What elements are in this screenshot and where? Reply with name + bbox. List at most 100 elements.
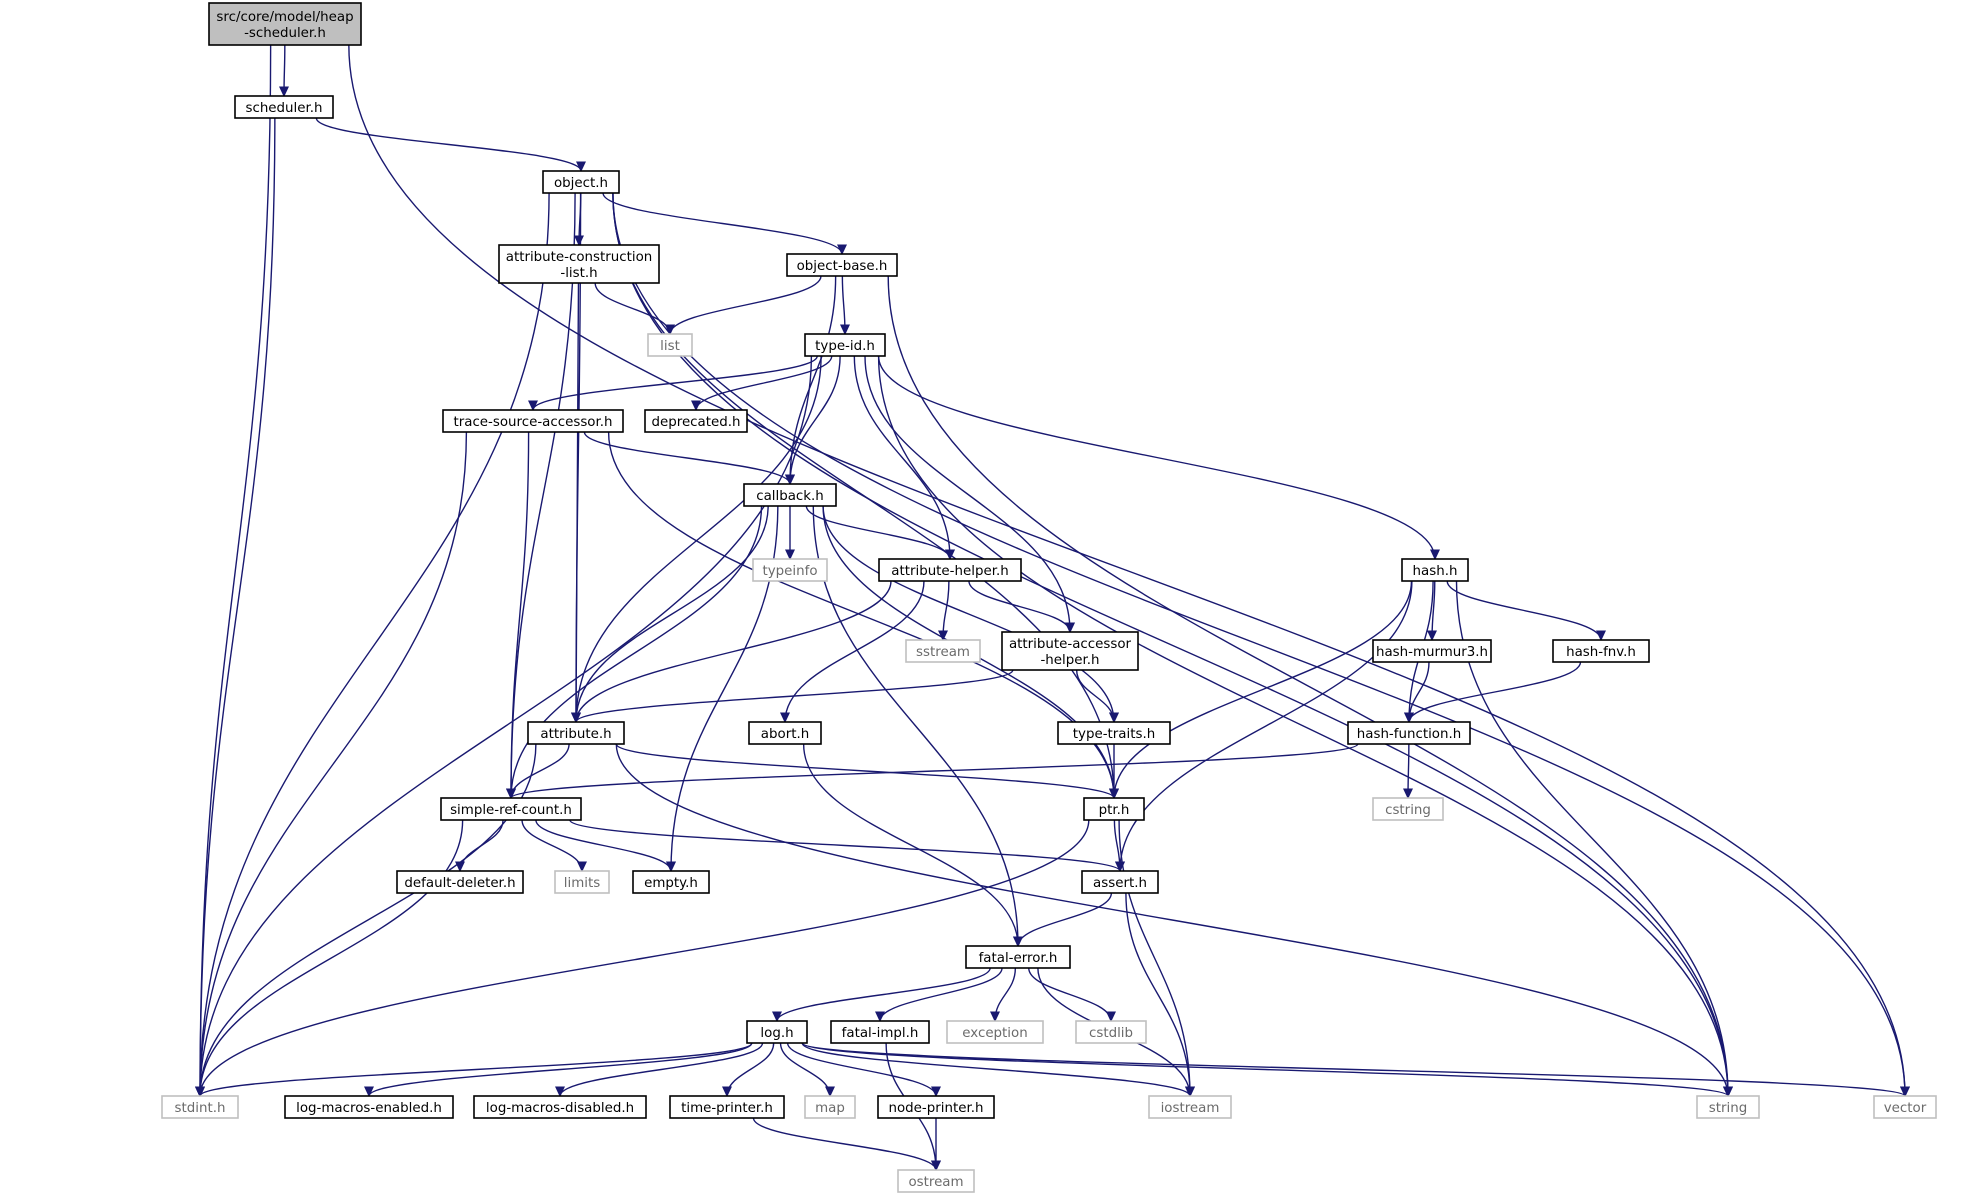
node-label: abort.h	[761, 727, 809, 742]
node-box	[473, 1095, 647, 1119]
node-heap[interactable]: src/core/model/heap-scheduler.h	[208, 2, 362, 46]
node-objectbase[interactable]: object-base.h	[786, 253, 898, 277]
node-src[interactable]: simple-ref-count.h	[440, 797, 582, 821]
node-deprecated[interactable]: deprecated.h	[644, 409, 748, 433]
edge-callback-to-attrhelper	[805, 505, 951, 560]
node-box	[396, 870, 524, 894]
arrowhead-fatalerror-to-fatalimpl	[875, 1011, 885, 1023]
node-box	[554, 870, 610, 894]
arrowhead-attrhelper-to-sstream	[938, 630, 948, 642]
node-typetraits[interactable]: type-traits.h	[1057, 721, 1171, 745]
node-timeprinter[interactable]: time-printer.h	[669, 1095, 785, 1119]
node-label: -list.h	[560, 266, 597, 281]
arrowhead-hash-to-fnv	[1596, 630, 1606, 642]
node-box	[1001, 631, 1139, 671]
edge-hash-to-string	[1455, 580, 1729, 1097]
edge-attribute-to-string	[615, 743, 1729, 1097]
node-stdint[interactable]: stdint.h	[161, 1095, 239, 1119]
arrowhead-object-to-acl	[574, 235, 584, 247]
node-string[interactable]: string	[1696, 1095, 1760, 1119]
arrowhead-typeid-to-tsa	[528, 400, 538, 412]
node-abort[interactable]: abort.h	[748, 721, 822, 745]
edge-object-to-vector	[612, 192, 1906, 1097]
node-map[interactable]: map	[804, 1095, 856, 1119]
edge-tsa-to-callback	[583, 431, 791, 485]
node-cstring[interactable]: cstring	[1372, 797, 1444, 821]
arrowhead-hash-to-murmur	[1427, 630, 1437, 642]
node-nodeprinter[interactable]: node-printer.h	[877, 1095, 995, 1119]
edge-acl-to-attribute	[575, 282, 580, 723]
node-object[interactable]: object.h	[542, 170, 620, 194]
node-box	[208, 2, 362, 46]
node-limits[interactable]: limits	[554, 870, 610, 894]
node-aah[interactable]: attribute-accessor-helper.h	[1001, 631, 1139, 671]
edge-ptr-to-stdint	[199, 819, 1090, 1097]
node-label: default-deleter.h	[404, 876, 515, 891]
node-fnv[interactable]: hash-fnv.h	[1552, 639, 1650, 663]
edge-attribute-to-src	[510, 743, 570, 799]
node-cstdlib[interactable]: cstdlib	[1075, 1020, 1147, 1044]
node-tsa[interactable]: trace-source-accessor.h	[442, 409, 624, 433]
node-box	[234, 95, 334, 119]
arrowhead-log-to-string	[1723, 1086, 1733, 1098]
edge-log-to-string	[801, 1042, 1729, 1097]
node-log[interactable]: log.h	[746, 1020, 808, 1044]
node-box	[946, 1020, 1044, 1044]
node-iostream[interactable]: iostream	[1148, 1095, 1232, 1119]
arrowhead-log-to-stdint	[195, 1086, 205, 1098]
node-acl[interactable]: attribute-construction-list.h	[498, 244, 660, 284]
node-label: hash-fnv.h	[1566, 645, 1636, 660]
node-typeinfo[interactable]: typeinfo	[752, 558, 828, 582]
node-assert[interactable]: assert.h	[1081, 870, 1159, 894]
node-label: src/core/model/heap	[216, 10, 353, 25]
arrowhead-src-to-empty	[666, 861, 676, 873]
edge-ptr-to-iostream	[1118, 819, 1191, 1097]
node-label: fatal-impl.h	[842, 1026, 919, 1041]
node-box	[440, 797, 582, 821]
node-lme[interactable]: log-macros-enabled.h	[284, 1095, 454, 1119]
node-label: deprecated.h	[652, 415, 741, 430]
node-hashfunction[interactable]: hash-function.h	[1347, 721, 1471, 745]
node-hash[interactable]: hash.h	[1401, 558, 1469, 582]
arrowhead-aah-to-typetraits	[1109, 712, 1119, 724]
node-label: node-printer.h	[889, 1101, 984, 1116]
node-lmd[interactable]: log-macros-disabled.h	[473, 1095, 647, 1119]
edge-log-to-map	[779, 1042, 831, 1097]
node-box	[1347, 721, 1471, 745]
node-box	[542, 170, 620, 194]
edge-hash-to-ptr	[1113, 580, 1413, 799]
arrowhead-objectbase-to-typeid	[840, 324, 850, 336]
arrowhead-log-to-lmd	[555, 1086, 565, 1098]
edge-fatalerror-to-log	[776, 967, 991, 1022]
node-list[interactable]: list	[647, 333, 693, 357]
node-ostream[interactable]: ostream	[897, 1169, 975, 1193]
node-box	[965, 945, 1071, 969]
arrowhead-typetraits-to-ptr	[1109, 788, 1119, 800]
arrowhead-log-to-timeprinter	[722, 1086, 732, 1098]
arrowhead-heap-to-scheduler	[279, 86, 289, 98]
node-label: -helper.h	[1040, 653, 1099, 668]
node-fatalimpl[interactable]: fatal-impl.h	[830, 1020, 930, 1044]
edge-callback-to-typetraits	[822, 505, 1115, 723]
node-empty[interactable]: empty.h	[632, 870, 710, 894]
node-murmur[interactable]: hash-murmur3.h	[1372, 639, 1492, 663]
edge-typeid-to-attrhelper	[853, 355, 951, 560]
node-callback[interactable]: callback.h	[743, 483, 837, 507]
node-box	[877, 1095, 995, 1119]
node-sstream[interactable]: sstream	[905, 639, 981, 663]
node-attrhelper[interactable]: attribute-helper.h	[878, 558, 1022, 582]
node-vector[interactable]: vector	[1873, 1095, 1937, 1119]
arrowhead-tsa-to-callback	[785, 474, 795, 486]
edge-log-to-stdint	[199, 1042, 753, 1097]
arrowhead-typeid-to-deprecated	[691, 400, 701, 412]
node-exception[interactable]: exception	[946, 1020, 1044, 1044]
node-scheduler[interactable]: scheduler.h	[234, 95, 334, 119]
node-fatalerror[interactable]: fatal-error.h	[965, 945, 1071, 969]
node-ptr[interactable]: ptr.h	[1083, 797, 1145, 821]
node-typeid[interactable]: type-id.h	[804, 333, 886, 357]
node-box	[743, 483, 837, 507]
node-dd[interactable]: default-deleter.h	[396, 870, 524, 894]
node-attribute[interactable]: attribute.h	[527, 721, 625, 745]
node-box	[897, 1169, 975, 1193]
